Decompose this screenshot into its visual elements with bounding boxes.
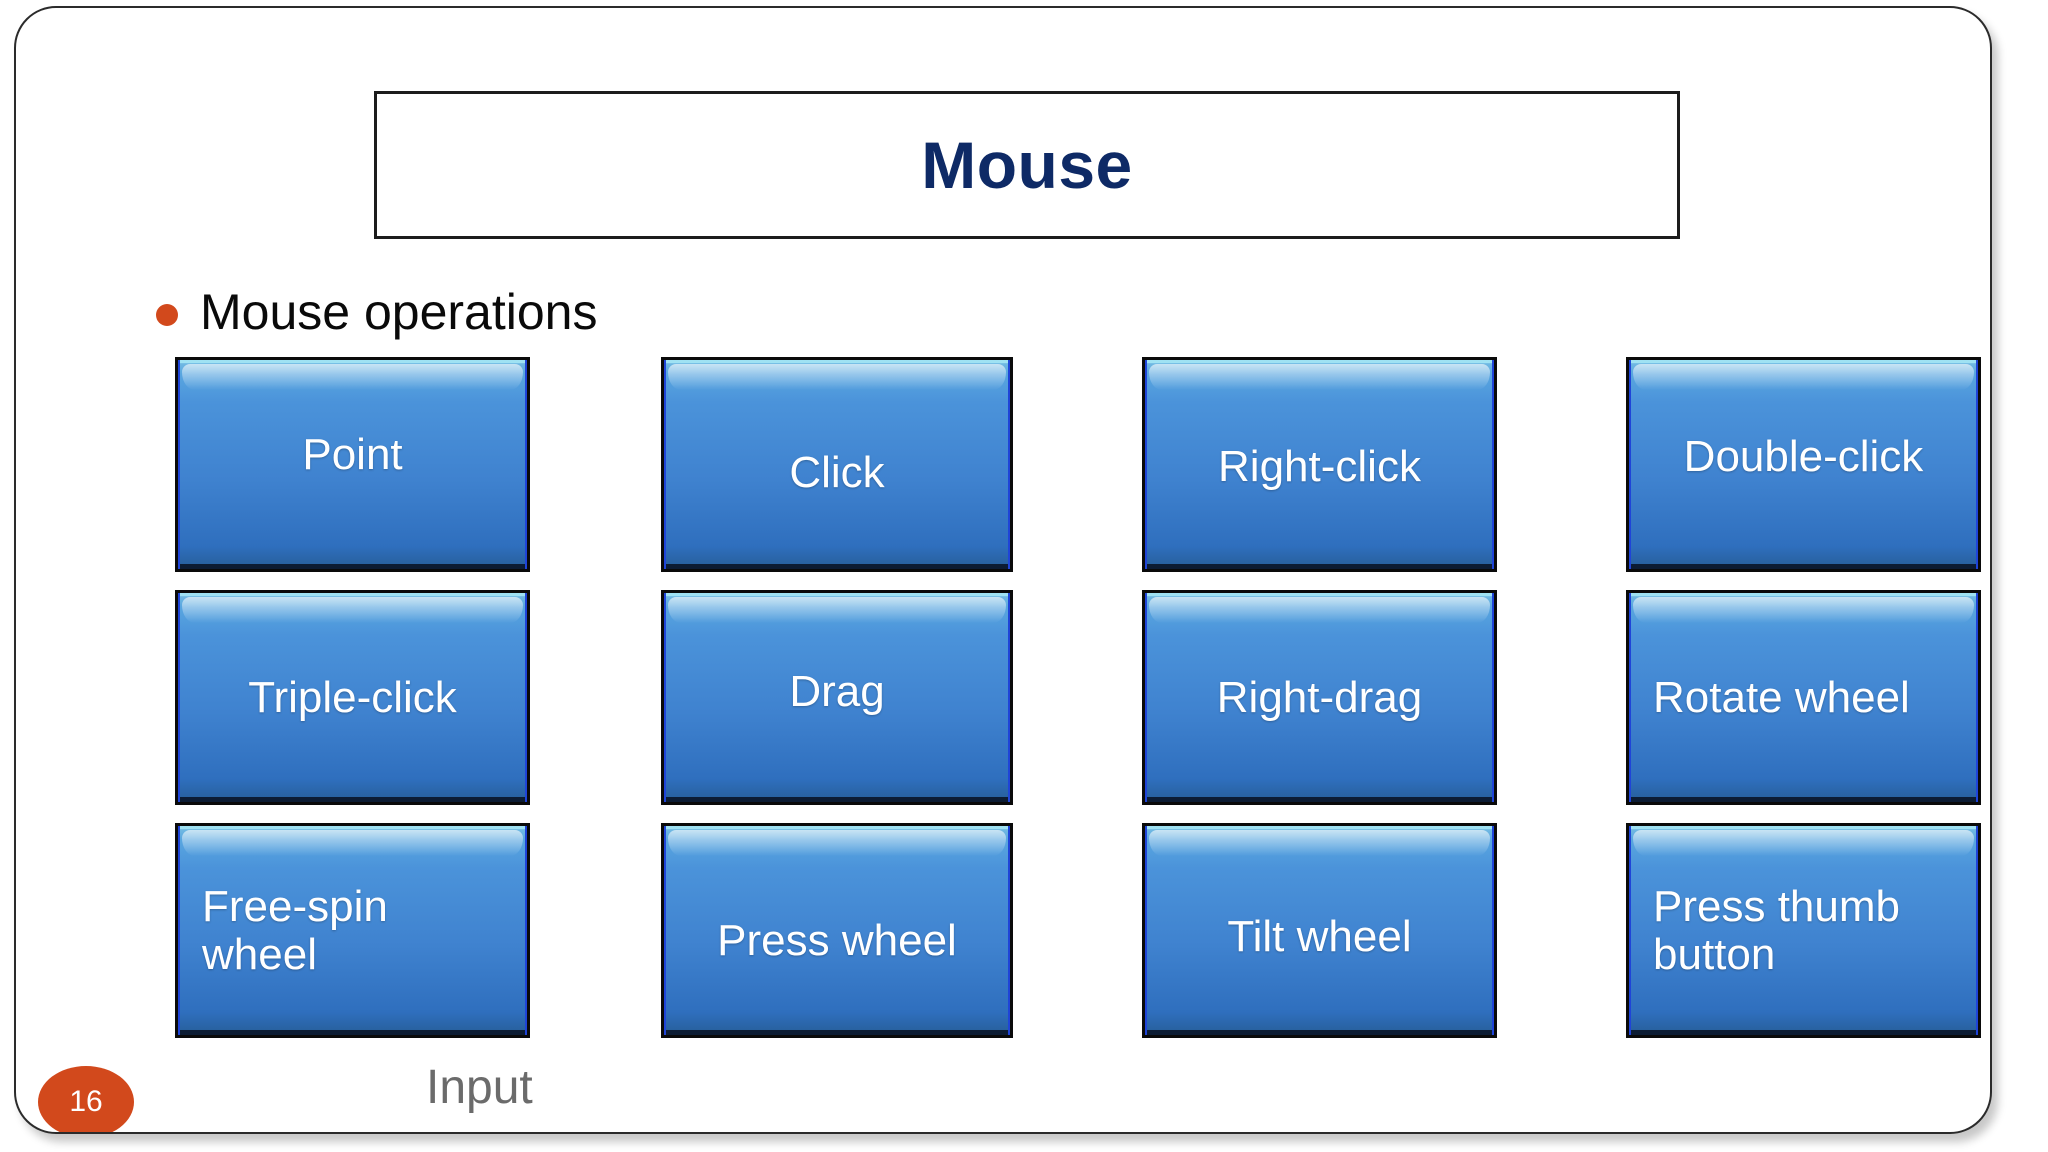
box-gloss-highlight [1633,597,1974,623]
slide-canvas: Mouse Mouse operations Point Click Right-c… [14,6,1992,1134]
operation-box[interactable]: Double-click [1626,357,1981,572]
operation-box[interactable]: Free-spin wheel [175,823,530,1038]
operation-label: Right-click [1218,441,1421,491]
operation-label: Double-click [1683,431,1924,481]
operation-label: Point [302,429,403,479]
bullet-label: Mouse operations [200,284,598,340]
operation-box[interactable]: Rotate wheel [1626,590,1981,805]
operation-label: Press thumb button [1653,881,1900,979]
operation-box[interactable]: Point [175,357,530,572]
operation-box[interactable]: Click [661,357,1013,572]
operation-box[interactable]: Press wheel [661,823,1013,1038]
operation-box[interactable]: Press thumb button [1626,823,1981,1038]
box-gloss-highlight [182,830,523,856]
operation-box[interactable]: Right-drag [1142,590,1497,805]
operation-label: Tilt wheel [1227,911,1412,961]
round-bullet-icon [156,304,178,327]
operation-box[interactable]: Triple-click [175,590,530,805]
box-gloss-highlight [668,364,1006,390]
box-gloss-highlight [668,830,1006,856]
page-title: Mouse [921,128,1133,202]
box-gloss-highlight [668,597,1006,623]
operation-label: Press wheel [717,915,957,965]
box-gloss-highlight [1149,830,1490,856]
operation-label: Free-spin wheel [202,881,388,979]
operation-label: Rotate wheel [1653,672,1910,722]
footer-section-label: Input [426,1061,533,1114]
box-gloss-highlight [182,597,523,623]
box-gloss-highlight [1633,830,1974,856]
slide-title-box: Mouse [374,91,1680,239]
operation-box[interactable]: Drag [661,590,1013,805]
box-gloss-highlight [1633,364,1974,390]
operation-box[interactable]: Tilt wheel [1142,823,1497,1038]
bullet-row: Mouse operations [156,286,597,339]
box-gloss-highlight [1149,597,1490,623]
operation-label: Triple-click [248,672,457,722]
box-gloss-highlight [1149,364,1490,390]
page-number-badge: 16 [38,1066,134,1132]
operation-box[interactable]: Right-click [1142,357,1497,572]
operation-label: Right-drag [1216,672,1423,722]
operation-label: Click [789,447,885,497]
box-gloss-highlight [182,364,523,390]
operation-label: Drag [789,666,885,716]
